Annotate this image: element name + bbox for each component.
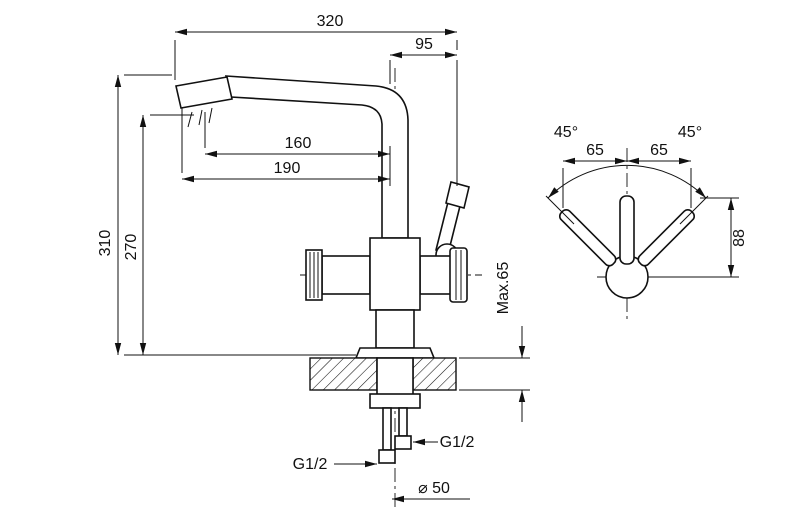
water-drip-lines	[187, 107, 213, 128]
thread-right-label: G1/2	[440, 434, 475, 451]
angle-left-label: 45°	[554, 124, 578, 141]
dim-handle-offset-label: 95	[415, 36, 433, 53]
center-handle	[619, 195, 635, 265]
dim-overall-width-label: 320	[317, 13, 344, 30]
dim-spout-height-label: 270	[123, 234, 140, 261]
valve-body	[305, 237, 468, 311]
side-view-dimensions: 320 95 160 190 310 270 Max.65	[97, 13, 530, 503]
supply-connections	[369, 357, 421, 464]
faucet-outline	[175, 75, 470, 464]
dim-spout-reach-inner-label: 160	[285, 135, 312, 152]
dim-overall-height-label: 310	[97, 230, 114, 257]
dim-base-diameter-label: ⌀ 50	[418, 480, 450, 497]
top-view-dimensions: 45° 45° 65 65 88	[545, 124, 748, 278]
dim-handle-height-label: 88	[731, 229, 748, 247]
lever-handle	[435, 181, 470, 267]
dim-mount-thickness-label: Max.65	[495, 262, 512, 315]
aerator-head	[175, 76, 233, 109]
dim-spout-reach-outer-label: 190	[274, 160, 301, 177]
faucet-spout	[224, 75, 409, 239]
handle-arrangement	[558, 195, 696, 299]
dim-offset-right-label: 65	[650, 142, 668, 159]
countertop-section	[309, 357, 457, 391]
top-view: 45° 45° 65 65 88	[545, 124, 748, 320]
angle-right-label: 45°	[678, 124, 702, 141]
thread-left-label: G1/2	[293, 456, 328, 473]
side-view: 320 95 160 190 310 270 Max.65	[97, 13, 530, 508]
dim-offset-left-label: 65	[586, 142, 604, 159]
faucet-base	[354, 309, 436, 359]
